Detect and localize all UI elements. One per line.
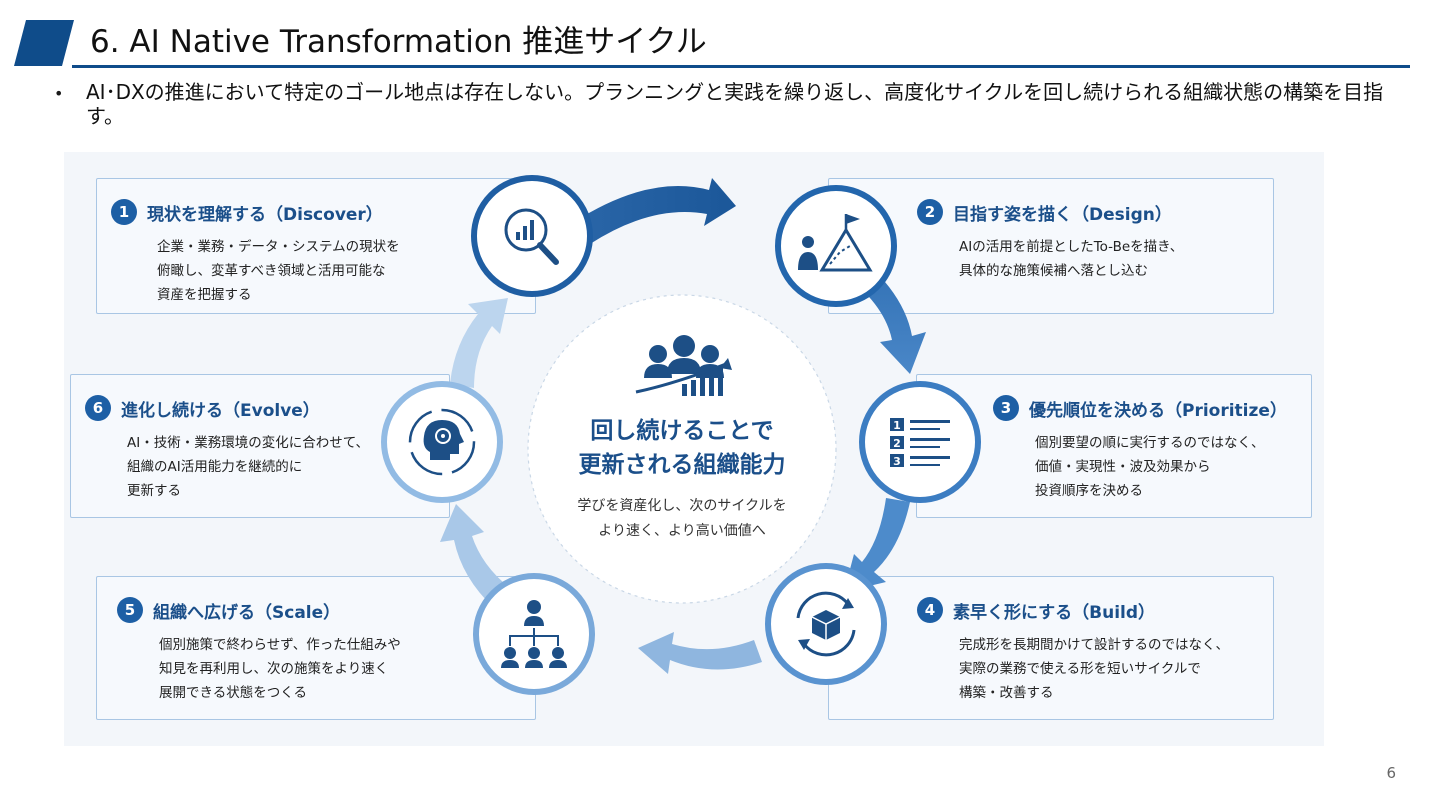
step-desc-line: 俯瞰し、変革すべき領域と活用可能な	[157, 263, 386, 279]
step-desc-line: 更新する	[127, 483, 181, 499]
team-growth-icon	[635, 335, 732, 396]
header-rule	[72, 65, 1410, 68]
rank-label-1: 1	[893, 419, 901, 432]
header-accent-shape	[14, 20, 74, 66]
step-desc-line: 知見を再利用し、次の施策をより速く	[159, 661, 389, 677]
step-number-badge: 1	[111, 199, 137, 225]
step-number-badge: 2	[917, 199, 943, 225]
step-title: 優先順位を決める（Prioritize）	[1029, 400, 1287, 421]
step-desc-line: 構築・改善する	[959, 685, 1054, 701]
step-title: 現状を理解する（Discover）	[147, 204, 383, 225]
step-desc-line: 個別要望の順に実行するのではなく、	[1035, 435, 1265, 451]
intro-text: AI･DXの推進において特定のゴール地点は存在しない。プランニングと実践を繰り返…	[86, 80, 1384, 128]
cycle-arrow-6-to-1	[450, 298, 508, 388]
slide-header: 6. AI Native Transformation 推進サイクル	[14, 18, 1410, 70]
step-title: 目指す姿を描く（Design）	[953, 204, 1172, 225]
center-sub-line: より速く、より高い価値へ	[598, 523, 766, 539]
cube-cycle-icon	[796, 591, 856, 657]
step-desc-line: 組織のAI活用能力を継続的に	[127, 459, 303, 475]
step-card-discover: 1 現状を理解する（Discover） 企業・業務・データ・システムの現状を 俯…	[96, 178, 536, 314]
step-desc-line: 具体的な施策候補へ落とし込む	[959, 263, 1148, 279]
cycle-wheel: 1 2 3	[381, 175, 981, 695]
step-desc-line: AIの活用を前提としたTo-Beを描き、	[959, 239, 1184, 255]
step-desc-line: 投資順序を決める	[1035, 483, 1143, 499]
step-card-scale: 5 組織へ広げる（Scale） 個別施策で終わらせず、作った仕組みや 知見を再利…	[96, 576, 536, 720]
step-desc-line: 完成形を長期間かけて設計するのではなく、	[959, 637, 1229, 653]
step-number-badge: 4	[917, 597, 943, 623]
center-subtitle: 学びを資産化し、次のサイクルを より速く、より高い価値へ	[540, 494, 824, 544]
step-desc-line: 資産を把握する	[157, 287, 252, 303]
ai-head-cycle-icon	[408, 408, 476, 476]
step-desc-line: 実際の業務で使える形を短いサイクルで	[959, 661, 1201, 677]
magnifier-chart-icon	[504, 208, 559, 265]
org-tree-icon	[501, 600, 567, 668]
center-sub-line: 学びを資産化し、次のサイクルを	[577, 498, 787, 514]
page-number: 6	[1386, 764, 1396, 782]
step-card-build: 4 素早く形にする（Build） 完成形を長期間かけて設計するのではなく、 実際…	[828, 576, 1274, 720]
intro-bullet: •	[54, 84, 64, 103]
node-prioritize	[859, 381, 981, 503]
cycle-arrow-5-to-6	[440, 504, 510, 608]
step-desc-line: 企業・業務・データ・システムの現状を	[157, 239, 400, 255]
step-number-badge: 5	[117, 597, 143, 623]
step-desc-line: AI・技術・業務環境の変化に合わせて、	[127, 435, 370, 451]
cycle-arrow-3-to-4	[844, 498, 910, 592]
cycle-diagram: 1 現状を理解する（Discover） 企業・業務・データ・システムの現状を 俯…	[64, 152, 1324, 746]
center-title-line: 更新される組織能力	[578, 452, 786, 478]
step-desc-line: 展開できる状態をつくる	[159, 685, 307, 701]
step-card-prioritize: 3 優先順位を決める（Prioritize） 個別要望の順に実行するのではなく、…	[916, 374, 1312, 518]
center-disc	[527, 294, 837, 604]
step-desc-line: 価値・実現性・波及効果から	[1035, 459, 1211, 475]
cycle-arrow-1-to-2	[574, 178, 736, 244]
step-title: 素早く形にする（Build）	[953, 602, 1156, 623]
step-title: 組織へ広げる（Scale）	[153, 602, 341, 623]
mountain-flag-icon	[798, 214, 873, 272]
step-title: 進化し続ける（Evolve）	[121, 400, 320, 421]
cycle-arrow-4-to-5	[638, 632, 762, 674]
center-title: 回し続けることで 更新される組織能力	[540, 414, 824, 482]
step-card-design: 2 目指す姿を描く（Design） AIの活用を前提としたTo-Beを描き、 具…	[828, 178, 1274, 314]
slide-title: 6. AI Native Transformation 推進サイクル	[90, 24, 707, 60]
step-number-badge: 6	[85, 395, 111, 421]
center-title-line: 回し続けることで	[590, 418, 774, 444]
rank-label-2: 2	[893, 437, 901, 450]
rank-label-3: 3	[893, 455, 901, 468]
ranked-list-icon: 1 2 3	[890, 418, 950, 468]
step-desc-line: 個別施策で終わらせず、作った仕組みや	[159, 637, 401, 653]
step-number-badge: 3	[993, 395, 1019, 421]
